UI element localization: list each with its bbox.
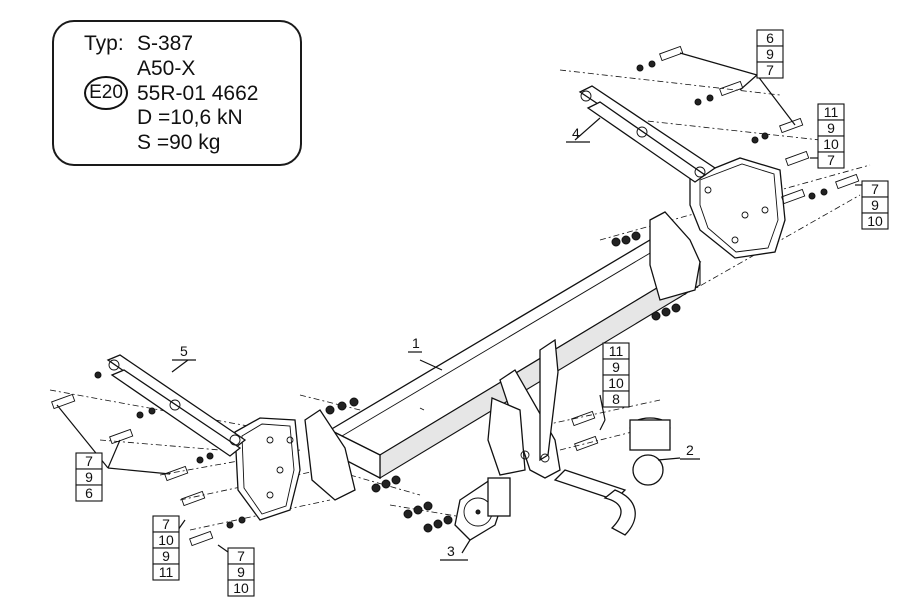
stack-label-right_lower-1: 9	[871, 197, 879, 213]
left-bracket	[234, 409, 356, 521]
lower-strap	[106, 354, 247, 457]
socket-plate	[454, 477, 511, 541]
stack-label-center-0: 11	[609, 343, 624, 359]
part-3-label: 3	[447, 543, 455, 559]
stack-label-right_lower-0: 7	[871, 181, 879, 197]
stack-label-top_center-2: 7	[766, 62, 774, 78]
stack-label-top_center-1: 9	[766, 46, 774, 62]
model-value: A50-X	[137, 57, 196, 80]
part-callouts: 1 2 3 4 5	[172, 125, 700, 561]
stack-label-left_middle-0: 7	[162, 516, 170, 532]
stack-box-left_middle-3	[152, 563, 180, 581]
stack-label-left_upper-1: 9	[85, 469, 93, 485]
s-value: S =90 kg	[137, 131, 221, 154]
stack-label-right_upper-0: 11	[824, 104, 839, 120]
central-mount	[487, 338, 561, 479]
stack-label-left_lower-1: 9	[237, 564, 245, 580]
spec-box	[52, 20, 302, 166]
approval-mark-text: E20	[89, 82, 123, 103]
stack-label-right_upper-3: 7	[827, 152, 835, 168]
stack-label-top_center-0: 6	[766, 30, 774, 46]
leader-lines	[56, 52, 862, 554]
stack-label-left_lower-2: 10	[233, 580, 249, 596]
part-5-label: 5	[180, 343, 188, 359]
stack-box-left_lower-2	[227, 579, 255, 597]
stack-box-left_upper-2	[75, 484, 103, 502]
approval-mark: E20	[84, 76, 128, 110]
d-value: D =10,6 kN	[137, 106, 243, 129]
fasteners	[51, 45, 860, 547]
typ-label: Typ:	[84, 32, 124, 55]
stack-label-center-1: 9	[612, 359, 620, 375]
stack-label-right_upper-1: 9	[827, 120, 835, 136]
upper-strap	[578, 85, 717, 183]
stack-label-right_lower-2: 10	[867, 213, 883, 229]
stack-box-right_lower-2	[861, 212, 889, 230]
part-1-label: 1	[412, 335, 420, 351]
stack-label-right_upper-2: 10	[823, 136, 839, 152]
typ-value: S-387	[137, 32, 194, 55]
stack-label-left_middle-1: 10	[158, 532, 174, 548]
stack-box-center-3	[602, 390, 630, 408]
part-4-label: 4	[572, 125, 580, 141]
stack-box-right_upper-3	[817, 151, 845, 169]
part-2-label: 2	[686, 442, 694, 458]
stack-label-left_middle-2: 9	[162, 548, 170, 564]
approval-number: 55R-01 4662	[137, 82, 259, 105]
stack-label-left_lower-0: 7	[237, 548, 245, 564]
stack-label-center-2: 10	[608, 375, 624, 391]
center-lines	[49, 69, 871, 531]
stack-label-left_upper-2: 6	[85, 485, 93, 501]
ball-neck	[553, 417, 671, 536]
stack-box-top_center-2	[756, 61, 784, 79]
right-bracket	[649, 157, 786, 301]
stack-label-left_middle-3: 11	[159, 564, 174, 580]
stack-label-left_upper-0: 7	[85, 453, 93, 469]
stack-label-center-3: 8	[612, 391, 620, 407]
